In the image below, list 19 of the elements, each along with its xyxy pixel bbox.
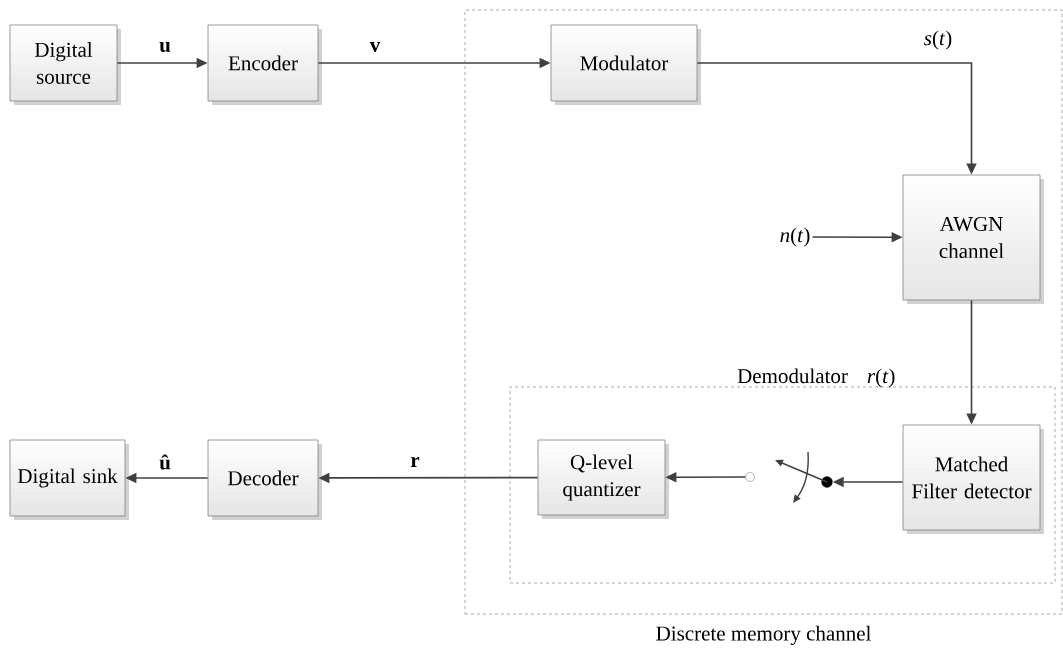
switch-contact <box>745 472 755 482</box>
edge-label: v <box>369 42 381 52</box>
edge-label: s(t) <box>924 30 952 50</box>
block-box: Matched Filter detector <box>902 424 1044 534</box>
block-box: Modulator <box>550 24 701 105</box>
edge-label: û <box>159 454 171 470</box>
edge-label: r <box>410 457 420 467</box>
switch-contact <box>821 476 833 488</box>
block-box: Decoder <box>207 439 322 520</box>
block-box: Q-level quantizer <box>537 439 669 519</box>
edge-label: r(t) <box>867 368 895 388</box>
node-label: Demodulator <box>737 368 848 384</box>
block-box: Digital source <box>9 24 121 105</box>
signal-label: n(t) <box>780 227 810 247</box>
node-label: Discrete memory channel <box>656 625 871 645</box>
block-box: Digital sink <box>9 439 129 520</box>
block-box: AWGN channel <box>902 174 1044 304</box>
edge-label: u <box>159 42 171 52</box>
block-box: Encoder <box>207 24 322 105</box>
